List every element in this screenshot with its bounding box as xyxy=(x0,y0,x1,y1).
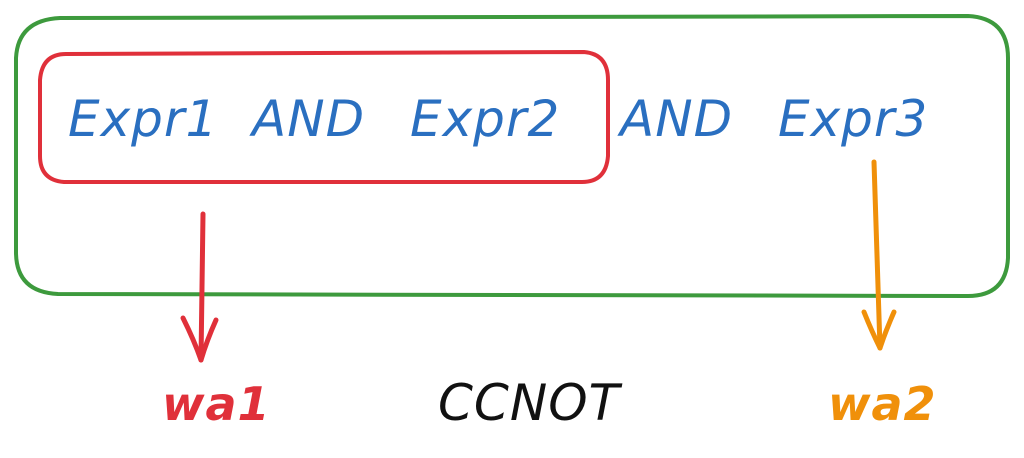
expr1-text: Expr1 xyxy=(68,90,218,148)
right-arrow xyxy=(861,159,897,351)
left-arrow xyxy=(180,211,219,363)
wa2-label: wa2 xyxy=(828,377,937,431)
expr2-text: Expr2 xyxy=(410,90,560,148)
ccnot-label: CCNOT xyxy=(438,374,623,432)
wa1-label: wa1 xyxy=(162,377,271,431)
outer-box xyxy=(14,14,1010,298)
inner-box xyxy=(38,50,610,184)
expr3-text: Expr3 xyxy=(778,90,928,148)
and2-text: AND xyxy=(617,90,733,148)
and1-text: AND xyxy=(249,90,365,148)
